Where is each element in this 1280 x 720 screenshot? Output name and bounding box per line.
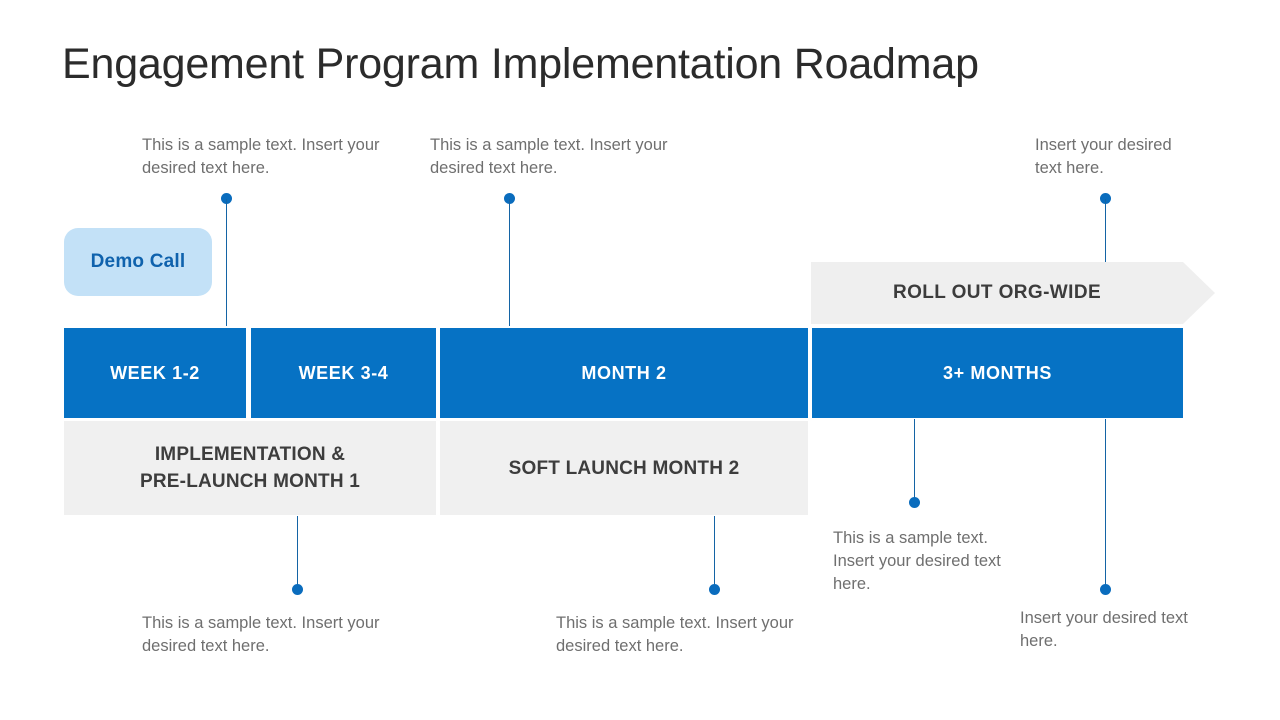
note-top-left: This is a sample text. Insert your desir… xyxy=(142,136,380,177)
note-bottom-left: This is a sample text. Insert your desir… xyxy=(142,614,380,655)
connector-dot-bottom-middle xyxy=(709,584,720,595)
phase-box-label: SOFT LAUNCH MONTH 2 xyxy=(508,457,740,479)
timeline-bar-week-1-2[interactable]: WEEK 1-2 xyxy=(64,328,246,418)
connector-dot-top-middle xyxy=(504,193,515,204)
connector-line-bottom-right-inner xyxy=(913,419,916,502)
page-title: Engagement Program Implementation Roadma… xyxy=(62,40,979,88)
timeline-bar-label: WEEK 1-2 xyxy=(110,362,200,383)
note-bottom-right-inner: This is a sample text. Insert your desir… xyxy=(833,529,1001,593)
timeline-bar-label: MONTH 2 xyxy=(581,362,667,383)
connector-line-top-right xyxy=(1104,199,1107,262)
connector-line-bottom-right-outer xyxy=(1104,419,1107,589)
connector-line-bottom-left xyxy=(296,516,299,589)
demo-call-badge[interactable]: Demo Call xyxy=(64,228,212,296)
roll-out-banner-label: ROLL OUT ORG-WIDE xyxy=(892,282,1102,303)
timeline-bar-month-2[interactable]: MONTH 2 xyxy=(440,328,808,418)
connector-dot-bottom-left xyxy=(292,584,303,595)
timeline-bar-week-3-4[interactable]: WEEK 3-4 xyxy=(251,328,436,418)
connector-dot-top-left xyxy=(221,193,232,204)
demo-call-badge-label: Demo Call xyxy=(90,251,186,272)
timeline-bar-3-plus-months[interactable]: 3+ MONTHS xyxy=(812,328,1183,418)
timeline-bar-label: 3+ MONTHS xyxy=(943,362,1052,383)
note-top-middle: This is a sample text. Insert your desir… xyxy=(430,136,668,177)
connector-line-top-middle xyxy=(508,199,511,326)
roll-out-banner[interactable]: ROLL OUT ORG-WIDE xyxy=(811,262,1215,324)
phase-box-soft-launch[interactable]: SOFT LAUNCH MONTH 2 xyxy=(440,421,808,515)
timeline-bar-label: WEEK 3-4 xyxy=(298,362,389,383)
note-bottom-right-outer: Insert your desired text here. xyxy=(1020,609,1188,650)
connector-line-top-left xyxy=(225,199,228,326)
note-bottom-middle: This is a sample text. Insert your desir… xyxy=(556,614,794,655)
note-top-right: Insert your desired text here. xyxy=(1035,136,1172,177)
connector-line-bottom-middle xyxy=(713,516,716,589)
phase-box-implementation-pre-launch[interactable]: IMPLEMENTATION & PRE-LAUNCH MONTH 1 xyxy=(64,421,436,515)
phase-box-label: IMPLEMENTATION & PRE-LAUNCH MONTH 1 xyxy=(140,444,360,492)
connector-dot-bottom-right-outer xyxy=(1100,584,1111,595)
connector-dot-bottom-right-inner xyxy=(909,497,920,508)
connector-dot-top-right xyxy=(1100,193,1111,204)
